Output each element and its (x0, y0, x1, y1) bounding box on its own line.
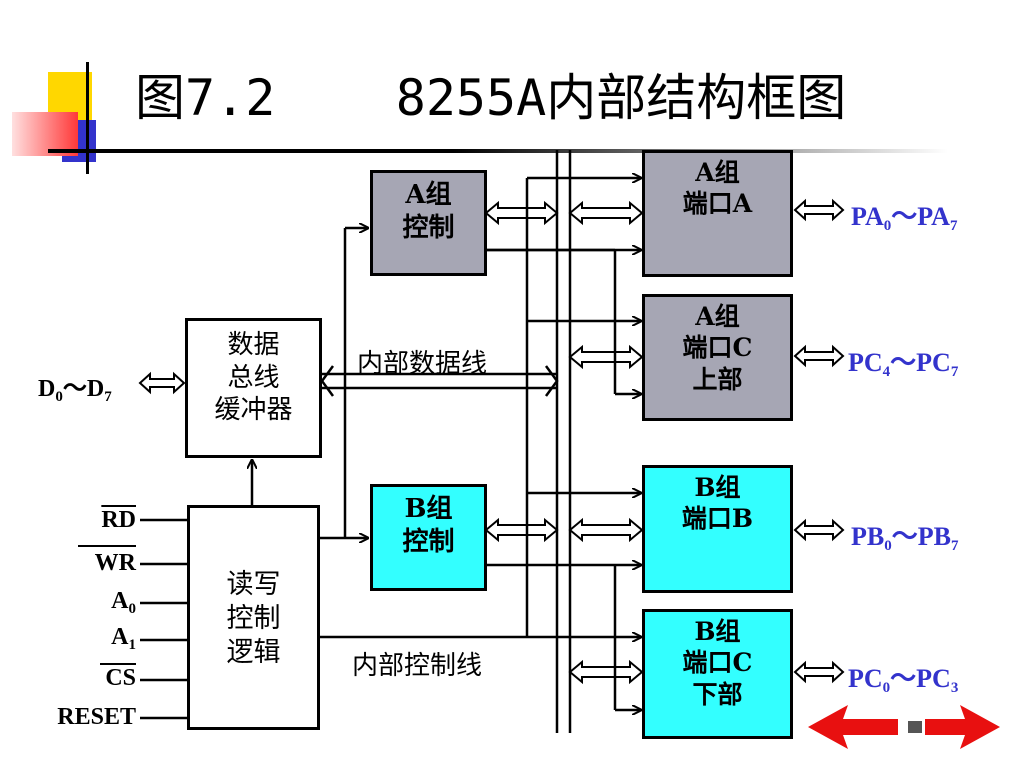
port-c-upper-box: A组 端口C 上部 (642, 294, 793, 421)
group-a-control-line2: 控制 (402, 212, 455, 243)
port-b-box: B组 端口B (642, 465, 793, 593)
group-a-control-line1: A组 (405, 180, 452, 210)
data-bus-buffer-line3: 缓冲器 (214, 395, 293, 425)
cs-overline (100, 663, 136, 665)
wr-pin-label: WR (94, 550, 136, 576)
a0-pin-label: A0 (111, 588, 136, 617)
internal-control-bus-label: 内部控制线 (352, 651, 483, 681)
port-c-lower-line1: B组 (694, 617, 741, 646)
port-c-upper-line1: A组 (695, 302, 740, 331)
port-b-line1: B组 (694, 473, 741, 502)
deco-vertical-line (86, 62, 89, 174)
data-bus-buffer-box: 数据 总线 缓冲器 (185, 318, 322, 458)
a1-pin-label: A1 (111, 624, 136, 653)
port-c-lower-line2: 端口C (682, 648, 753, 678)
port-c-upper-line2: 端口C (682, 333, 753, 363)
deco-red-square (12, 112, 78, 156)
page-title: 图7.2 8255A内部结构框图 (135, 69, 847, 127)
group-a-control-box: A组 控制 (370, 170, 487, 276)
data-bus-buffer-line2: 总线 (227, 362, 280, 393)
port-a-line1: A组 (695, 158, 740, 187)
group-b-control-line1: B组 (404, 494, 453, 524)
data-pins-label: D0～D7 (38, 376, 112, 405)
port-c-lower-box: B组 端口C 下部 (642, 609, 793, 739)
pc-upper-port-label: PC4～PC7 (848, 348, 959, 380)
cs-pin-label: CS (105, 665, 136, 691)
prev-slide-button[interactable] (806, 704, 900, 750)
port-b-line2: 端口B (681, 504, 754, 534)
nav-arrows-icon (808, 705, 1000, 749)
pb-port-label: PB0～PB7 (851, 522, 959, 554)
internal-data-bus-label: 内部数据线 (357, 349, 488, 379)
reset-pin-label: RESET (57, 704, 136, 730)
port-c-upper-line3: 上部 (692, 364, 743, 394)
rw-logic-line2: 控制 (226, 602, 281, 634)
rw-logic-line3: 逻辑 (226, 636, 281, 668)
rw-control-logic-box: 读写 控制 逻辑 (187, 505, 320, 730)
port-a-line2: 端口A (682, 189, 753, 219)
group-b-control-line2: 控制 (402, 526, 455, 557)
title-underline (48, 149, 948, 153)
port-c-lower-line3: 下部 (692, 679, 743, 709)
pa-port-label: PA0～PA7 (851, 202, 958, 234)
next-slide-button[interactable] (922, 704, 1002, 750)
pc-lower-port-label: PC0～PC3 (848, 664, 959, 696)
port-a-box: A组 端口A (642, 150, 793, 277)
data-bus-buffer-line1: 数据 (227, 330, 280, 360)
group-b-control-box: B组 控制 (370, 484, 487, 591)
rd-overline-extra (78, 545, 136, 547)
rw-logic-line1: 读写 (226, 569, 281, 600)
rd-pin-label: RD (101, 507, 136, 533)
